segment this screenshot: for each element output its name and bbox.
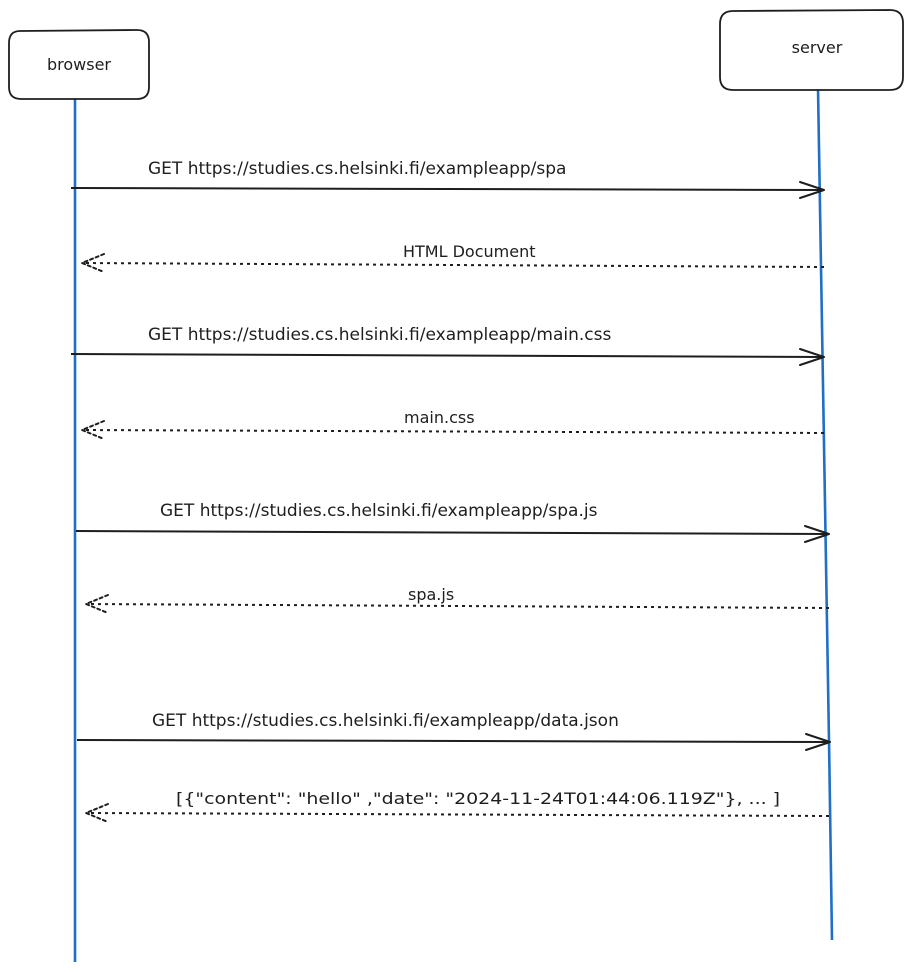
arrowhead-icon (804, 525, 830, 543)
server-actor-box (719, 9, 904, 91)
server-lifeline (816, 87, 834, 941)
message-request-spa: GET https://studies.cs.helsinki.fi/examp… (70, 159, 825, 199)
message-request-main-css: GET https://studies.cs.helsinki.fi/examp… (70, 325, 825, 366)
message-arrow-line (70, 187, 824, 191)
arrowhead-icon (799, 181, 825, 199)
arrowhead-icon (83, 803, 109, 823)
message-arrow-line (81, 262, 825, 268)
message-label: spa.js (408, 585, 454, 604)
message-request-spa-js: GET https://studies.cs.helsinki.fi/examp… (75, 501, 830, 543)
message-arrow-line (70, 353, 824, 358)
message-arrow-line (81, 429, 825, 434)
server-actor: server (719, 9, 904, 91)
message-label: GET https://studies.cs.helsinki.fi/examp… (148, 159, 566, 179)
message-response-main-css: main.css (79, 408, 825, 440)
message-arrow-line (85, 603, 830, 609)
message-response-spa-js: spa.js (83, 585, 830, 614)
browser-actor-label: browser (47, 55, 111, 74)
arrowhead-icon (79, 253, 105, 273)
message-arrow-line (75, 530, 829, 535)
arrowhead-icon (79, 420, 105, 440)
message-arrow-line (85, 812, 830, 817)
arrowhead-icon (805, 733, 831, 751)
message-label: GET https://studies.cs.helsinki.fi/examp… (148, 325, 611, 345)
arrowhead-icon (83, 594, 109, 614)
message-label: GET https://studies.cs.helsinki.fi/examp… (160, 501, 598, 521)
message-response-html: HTML Document (79, 242, 825, 273)
message-label: GET https://studies.cs.helsinki.fi/examp… (152, 711, 619, 731)
message-request-data-json: GET https://studies.cs.helsinki.fi/examp… (76, 711, 831, 751)
message-response-data-json: [{"content": "hello" ,"date": "2024-11-2… (83, 789, 830, 823)
message-label: main.css (404, 408, 475, 427)
browser-actor: browser (8, 29, 150, 100)
server-actor-label: server (792, 38, 843, 57)
browser-actor-box (8, 29, 150, 100)
arrowhead-icon (799, 348, 825, 366)
message-label: HTML Document (403, 242, 536, 261)
message-label: [{"content": "hello" ,"date": "2024-11-2… (176, 789, 780, 808)
message-arrow-line (76, 739, 830, 743)
